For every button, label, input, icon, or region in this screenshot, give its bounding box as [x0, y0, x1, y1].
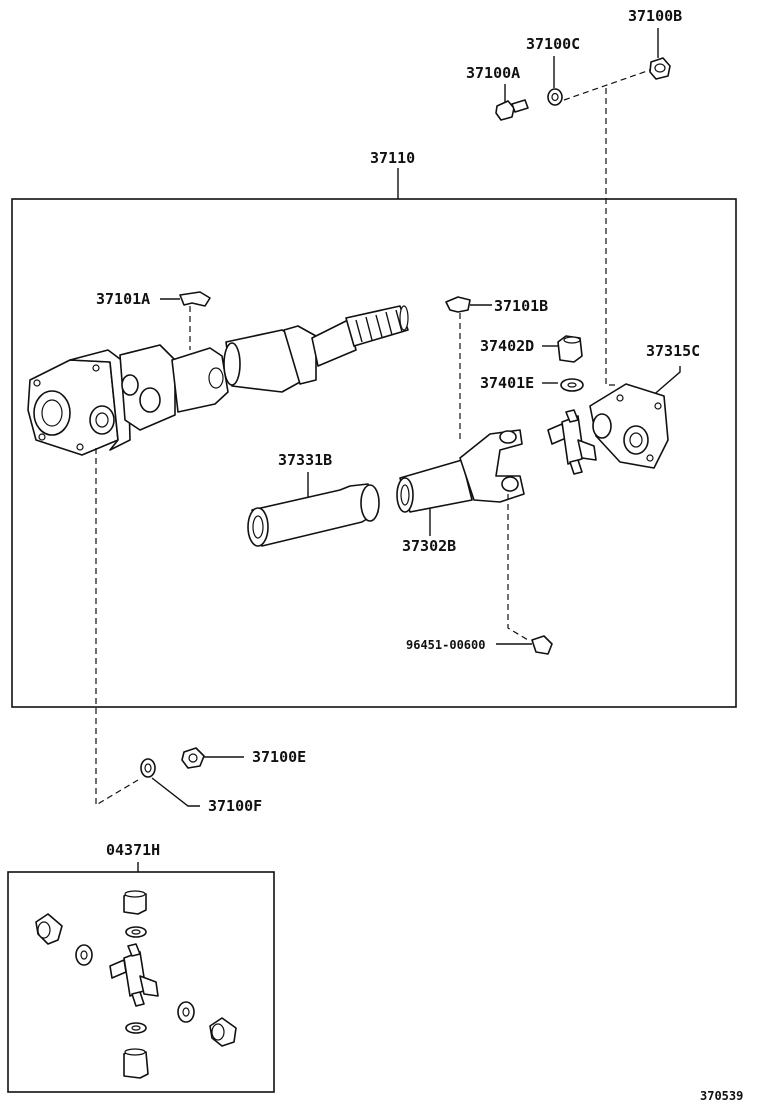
kit-spider-cross	[109, 943, 159, 1007]
grease-fitting-96451	[531, 635, 553, 655]
label-37100A: 37100A	[466, 64, 520, 82]
yoke-flange-37315C	[589, 383, 669, 469]
washer-37100F	[140, 758, 156, 778]
kit-snap-ring-left	[75, 944, 93, 966]
universal-joint-shaft-assembly	[27, 305, 409, 456]
nut-37100E	[181, 747, 205, 769]
snap-ring-37401E	[560, 378, 584, 392]
label-37100E: 37100E	[252, 748, 306, 766]
washer-37100C	[547, 88, 563, 106]
label-37402D: 37402D	[480, 337, 534, 355]
label-37101A: 37101A	[96, 290, 150, 308]
label-37331B: 37331B	[278, 451, 332, 469]
label-37401E: 37401E	[480, 374, 534, 392]
kit-bearing-cup-bottom	[123, 1048, 149, 1079]
kit-snap-ring-bottom	[125, 1022, 147, 1034]
bolt-37100A	[495, 99, 529, 121]
label-37100C: 37100C	[526, 35, 580, 53]
label-37315C: 37315C	[646, 342, 700, 360]
figure-id: 370539	[700, 1089, 743, 1103]
kit-snap-ring-right	[177, 1001, 195, 1023]
kit-bearing-cup-left	[35, 913, 63, 945]
label-37100B: 37100B	[628, 7, 682, 25]
label-37110: 37110	[370, 149, 415, 167]
spider-cross	[547, 409, 597, 475]
dust-boot-37331B	[247, 483, 380, 547]
label-96451-00600: 96451-00600	[406, 638, 485, 652]
assembly-37110-frame	[11, 198, 737, 708]
label-37101B: 37101B	[494, 297, 548, 315]
kit-bearing-cup-right	[209, 1017, 237, 1047]
label-37302B: 37302B	[402, 537, 456, 555]
repair-kit-04371H-frame	[7, 871, 275, 1093]
nut-37100B	[649, 57, 671, 80]
label-04371H: 04371H	[106, 841, 160, 859]
lock-plate-37101B	[445, 296, 471, 313]
bearing-cup-37402D	[557, 335, 583, 363]
lock-plate-37101A	[179, 291, 211, 307]
kit-snap-ring-top	[125, 926, 147, 938]
kit-bearing-cup-top	[123, 890, 147, 915]
label-37100F: 37100F	[208, 797, 262, 815]
slip-yoke-37302B	[396, 429, 525, 513]
